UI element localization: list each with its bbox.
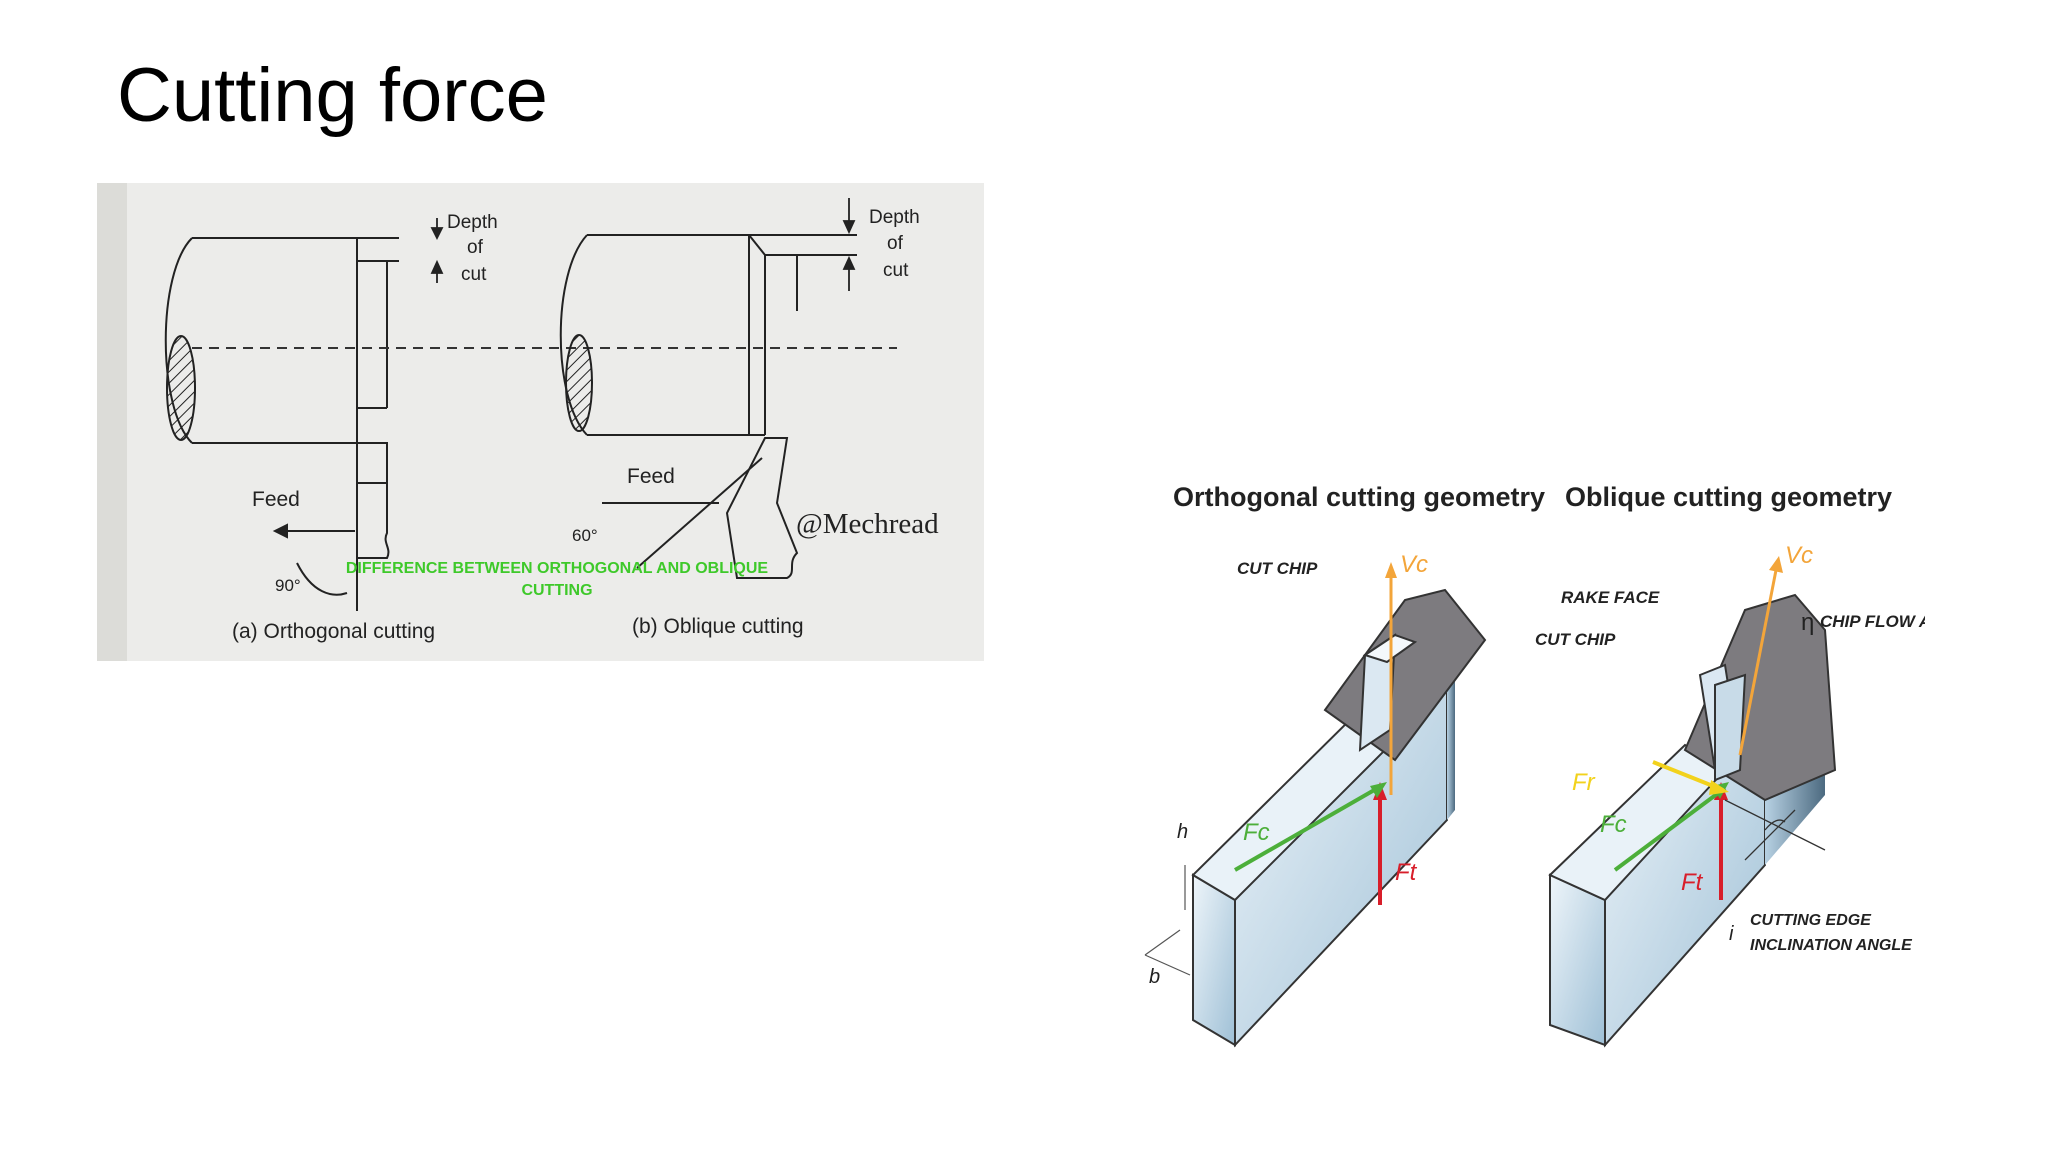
overlay-caption-1: DIFFERENCE BETWEEN ORTHOGONAL AND OBLIQU…: [346, 560, 769, 577]
fc-label-oblique: Fc: [1600, 811, 1627, 838]
overlay-caption-2: CUTTING: [521, 582, 592, 599]
vc-arrow-oblique: [1738, 564, 1779, 756]
fc-arrow-orthogonal: [1234, 783, 1384, 872]
caption-oblique: (b) Oblique cutting: [632, 615, 804, 638]
orthogonal-workpiece-block: [1191, 588, 1487, 1048]
vc-label-oblique: Vc: [1785, 542, 1813, 569]
cutting-edge-label-1: CUTTING EDGE: [1750, 912, 1872, 929]
oblique-geometry-title: Oblique cutting geometry: [1565, 482, 1892, 512]
orthogonal-oblique-cutting-diagram: Depth of cut Feed 90° Depth of cut Feed …: [97, 183, 984, 661]
ft-label-oblique: Ft: [1681, 869, 1704, 896]
caption-orthogonal: (a) Orthogonal cutting: [232, 620, 435, 643]
b-label: b: [1149, 966, 1160, 988]
oblique-workpiece-block: [1548, 593, 1837, 1048]
feed-label-b: Feed: [627, 465, 675, 488]
orthogonal-geometry-title: Orthogonal cutting geometry: [1173, 482, 1545, 512]
cutting-edge-label-2: INCLINATION ANGLE: [1750, 937, 1913, 954]
feed-label-a: Feed: [252, 488, 300, 511]
vc-label-orthogonal: Vc: [1400, 551, 1428, 578]
fc-arrow-oblique: [1613, 786, 1727, 872]
i-symbol: i: [1729, 923, 1734, 945]
ft-label-orthogonal: Ft: [1395, 859, 1418, 886]
depth-label-a-3: cut: [461, 264, 487, 285]
cutting-geometry-illustration: Orthogonal cutting geometry Oblique cutt…: [1144, 482, 1925, 1048]
depth-label-a-1: Depth: [447, 212, 498, 233]
chip-flow-angle-label: CHIP FLOW ANGLE: [1820, 612, 1925, 631]
cut-chip-label-orthogonal: CUT CHIP: [1237, 559, 1318, 578]
scan-background: [97, 183, 984, 661]
slide-title: Cutting force: [117, 53, 548, 138]
orthogonal-workpiece: [164, 237, 399, 611]
depth-label-b-1: Depth: [869, 207, 920, 228]
eta-symbol: η: [1801, 609, 1814, 636]
angle-60-label: 60°: [572, 526, 598, 545]
depth-label-b-3: cut: [883, 260, 909, 281]
oblique-workpiece: [559, 234, 857, 579]
depth-label-a-2: of: [467, 237, 484, 258]
fr-label-oblique: Fr: [1572, 769, 1596, 796]
angle-90-label: 90°: [275, 576, 301, 595]
depth-label-b-2: of: [887, 233, 904, 254]
rake-face-label: RAKE FACE: [1561, 588, 1660, 607]
h-label: h: [1177, 821, 1188, 843]
watermark: @Mechread: [796, 508, 939, 540]
fc-label-orthogonal: Fc: [1243, 819, 1270, 846]
cut-chip-label-oblique: CUT CHIP: [1535, 630, 1616, 649]
